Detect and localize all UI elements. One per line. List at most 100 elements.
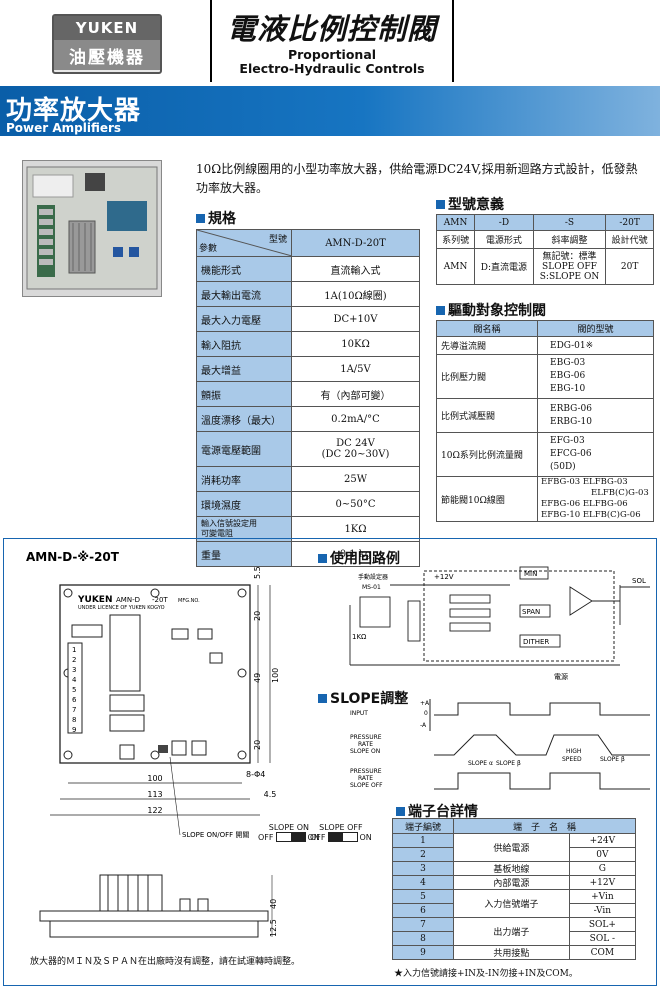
circuit-label: DITHER <box>523 638 549 646</box>
terminal-signal: +Vin <box>568 889 637 904</box>
terminal-heading: 端子台詳情 <box>396 801 478 821</box>
dim: 40 <box>269 899 278 909</box>
drive-type-line: EFBG-10 ELFB(C)G-06 <box>541 510 641 520</box>
terminal-name: 基板地線 <box>453 861 570 876</box>
spec-value: 1A/5V <box>291 356 420 382</box>
drive-table: 閥名稱 閥的型號 先導溢流閥 EDG-01※ 比例壓力閥 EBG-03 EBG-… <box>436 320 654 522</box>
drive-type-line: ELFB(C)G-03 <box>591 488 649 498</box>
terminal-no: 6 <box>72 696 77 704</box>
terminal-numbers: 123 456 789 <box>72 646 77 734</box>
dim: 20 <box>253 740 262 750</box>
model-title: 型號意義 <box>448 197 504 213</box>
dim: 122 <box>147 806 162 815</box>
drive-type-line: EFBG-06 ELFBG-06 <box>541 499 628 509</box>
circuit-heading: 使用回路例 <box>318 548 400 568</box>
table-row: 10Ω系列比例流量閥 EFG-03 EFCG-06 (50D) <box>436 432 654 477</box>
terminal-signal: G <box>568 861 637 876</box>
slope-pr-on: PRESSURE <box>350 734 382 741</box>
slope-beta: SLOPE β <box>496 760 521 767</box>
circuit-label: SPAN <box>522 608 540 616</box>
drive-name: 節能閥10Ω線圈 <box>436 476 538 522</box>
spec-value: 10KΩ <box>291 331 420 357</box>
off-label: OFF <box>258 832 274 842</box>
model-code: -S <box>532 214 607 231</box>
drive-type-line: EFG-03 <box>550 436 585 446</box>
spec-key-line2: 可變電阻 <box>201 529 233 538</box>
table-row: 溫度漂移（最大）0.2mA/°C <box>196 406 420 432</box>
board-model: AMN-D <box>116 596 140 604</box>
model-code: -20T <box>605 214 654 231</box>
page-title-en-2: Electro-Hydraulic Controls <box>239 61 425 76</box>
drawing-frame <box>3 538 657 986</box>
slope-zero: 0 <box>424 710 428 717</box>
terminal-name: 出力端子 <box>453 917 570 946</box>
model-code: -D <box>474 214 534 231</box>
terminal-name: 入力信號端子 <box>453 889 570 918</box>
product-photo <box>22 160 162 297</box>
terminal-no: 9 <box>392 945 454 960</box>
terminal-signal: +12V <box>568 875 637 890</box>
page-title-en-1: Proportional <box>287 47 377 62</box>
spec-value: 25W <box>291 466 420 492</box>
circuit-label: MS-01 <box>362 584 381 591</box>
spec-header-model-tag: 型號 <box>268 235 287 245</box>
drive-type: EDG-01※ <box>537 336 654 355</box>
spec-value: 1A(10Ω線圈) <box>291 281 420 307</box>
heading-square-icon <box>318 553 327 563</box>
terminal-no: 7 <box>392 917 454 932</box>
spec-value-line2: (DC 20~30V) <box>321 449 390 460</box>
terminal-no: 8 <box>392 931 454 946</box>
spec-key: 環境濕度 <box>196 491 292 517</box>
spec-value: 0.2mA/°C <box>291 406 420 432</box>
drive-type: EFBG-03 ELFBG-03 ELFB(C)G-03 EFBG-06 ELF… <box>537 476 654 522</box>
slope-on-label: SLOPE ON <box>268 823 310 832</box>
intro-text: 10Ω比例線圈用的小型功率放大器，供給電源DC24V,採用新迴路方式設計，低發熱… <box>196 162 638 195</box>
circuit-label: 1KΩ <box>352 633 367 641</box>
dim: 100 <box>271 668 280 683</box>
slope-off-label: SLOPE OFF <box>319 823 363 832</box>
circuit-label: 手動設定器 <box>358 573 388 581</box>
spec-value: 直流輸入式 <box>291 256 420 282</box>
model-label: AMN-D-※-20T <box>26 550 120 564</box>
model-table: AMN -D -S -20T 系列號 電源形式 斜率調整 設計代號 AMN D:… <box>435 214 654 285</box>
circuit-label: SOL <box>632 577 646 585</box>
model-code: AMN <box>435 214 476 231</box>
terminal-no: 7 <box>72 706 76 714</box>
terminal-no: 8 <box>72 716 76 724</box>
dim: 20 <box>253 611 262 621</box>
terminal-title: 端子台詳情 <box>408 804 478 820</box>
drive-type-line: ERBG-10 <box>550 416 592 427</box>
spec-title: 規格 <box>208 211 236 227</box>
dim: 5.5 <box>253 566 262 579</box>
header-title-box: 電液比例控制閥 Proportional Electro-Hydraulic C… <box>210 0 454 82</box>
band-title: 功率放大器 <box>6 96 142 126</box>
model-value-line: 無記號：標準 <box>542 251 597 262</box>
slope-beta: SLOPE β <box>600 756 625 763</box>
page-title: 電液比例控制閥 <box>226 12 437 46</box>
model-part: 設計代號 <box>605 230 654 249</box>
drive-type-line: EBG-06 <box>550 371 586 381</box>
model-heading: 型號意義 <box>436 194 504 214</box>
model-value: D:直流電源 <box>474 248 534 285</box>
spec-key: 重量 <box>196 541 292 567</box>
spec-value: DC 24V(DC 20~30V) <box>291 431 420 467</box>
band-subtitle: Power Amplifiers <box>6 121 122 135</box>
heading-square-icon <box>396 806 405 816</box>
logo-name: 油壓機器 <box>54 40 160 70</box>
circuit-label: +12V <box>434 573 454 581</box>
terminal-signal: -Vin <box>568 903 637 918</box>
spec-key: 電源電壓範圍 <box>196 431 292 467</box>
terminal-signal: COM <box>568 945 637 960</box>
slope-plus-a: +A <box>420 700 430 707</box>
hole-dim: 8-Φ4 <box>246 770 265 779</box>
